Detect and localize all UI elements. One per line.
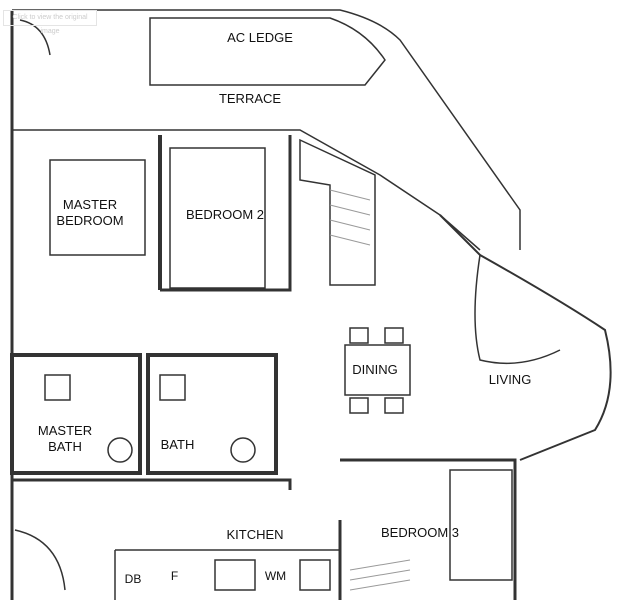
bedroom3-wall [340, 458, 517, 600]
master-bath-wall [10, 353, 142, 475]
bath-wall [146, 353, 278, 475]
wardrobe [299, 138, 376, 286]
bed-2 [169, 147, 266, 289]
view-original-hint[interactable]: Click to view the original image [3, 10, 97, 35]
label-master-bedroom: MASTER BEDROOM [56, 197, 124, 228]
label-living: LIVING [488, 372, 532, 387]
label-ac-ledge: AC LEDGE [227, 30, 293, 45]
label-bedroom-3: BEDROOM 3 [380, 525, 459, 540]
label-bath: BATH [160, 437, 195, 452]
kitchen-wall [12, 478, 292, 490]
label-fridge: F [170, 569, 179, 583]
label-kitchen: KITCHEN [226, 527, 284, 542]
label-terrace: TERRACE [218, 91, 282, 106]
terrace-wall [12, 129, 481, 251]
outer-wall [12, 9, 521, 250]
label-bedroom-2: BEDROOM 2 [185, 207, 264, 222]
door-arc [14, 529, 66, 591]
bed-master [49, 159, 146, 256]
dining-table [344, 344, 411, 396]
curved-window [439, 214, 612, 461]
kitchen-counter [114, 549, 340, 600]
bed-3 [449, 469, 513, 581]
label-master-bath: MASTER BATH [37, 423, 93, 454]
label-dining: DINING [352, 362, 398, 377]
ac-ledge [149, 17, 386, 86]
label-wm: WM [264, 569, 287, 583]
label-db: DB [124, 572, 142, 586]
